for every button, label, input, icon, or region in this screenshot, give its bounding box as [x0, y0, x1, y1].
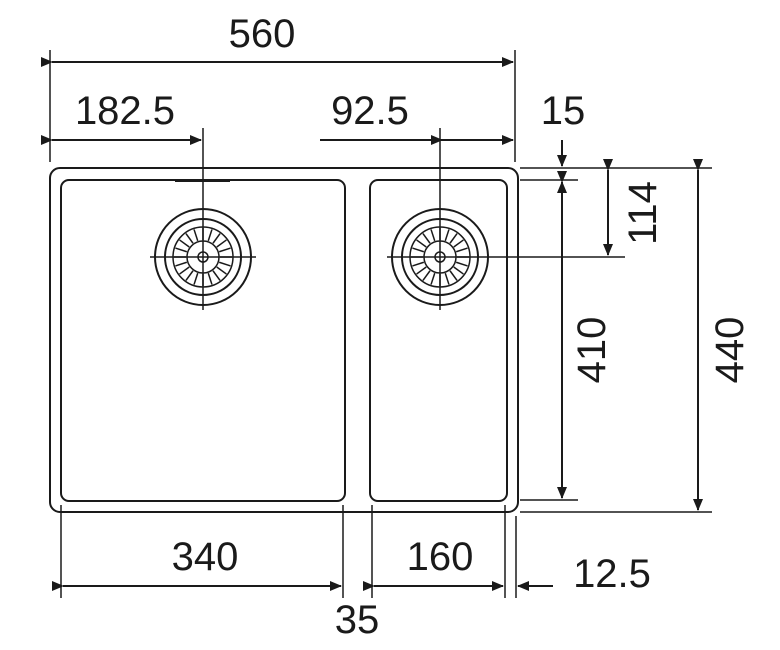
dim-label-left-drain-offset: 182.5 [75, 89, 175, 133]
right-drain-icon [387, 128, 625, 310]
drain-spoke [218, 261, 231, 267]
drain-spoke [449, 270, 458, 281]
drain-spoke [444, 272, 450, 285]
drain-spoke [412, 247, 425, 253]
dim-label-right-margin-top: 15 [541, 89, 586, 133]
drain-spoke [430, 272, 436, 285]
dim-drain-from-top: 114 [603, 159, 665, 256]
dim-label-left-bowl-width: 340 [172, 535, 239, 579]
dim-label-drain-from-top: 114 [621, 181, 665, 245]
drain-spoke [218, 247, 231, 253]
drain-spoke [416, 266, 427, 275]
drain-spoke [185, 270, 194, 281]
dim-label-overall-width: 560 [229, 12, 296, 56]
left-drain-icon [150, 128, 256, 310]
drain-spoke [453, 266, 464, 275]
drain-spoke [212, 270, 221, 281]
dim-label-bowl-depth: 410 [570, 317, 614, 384]
drain-spoke [412, 261, 425, 267]
drain-spoke [193, 229, 199, 242]
dim-right-margin-bottom: 12.5 [517, 552, 651, 596]
right-bowl [369, 179, 508, 502]
dim-left-drain-offset: 182.5 [41, 89, 202, 145]
drain-spoke [207, 229, 213, 242]
drain-spoke [453, 239, 464, 248]
drain-spoke [422, 270, 431, 281]
dim-overall-width: 560 [41, 12, 516, 162]
dim-overall-depth: 440 [693, 159, 752, 511]
drain-spoke [179, 266, 190, 275]
drain-spoke [416, 239, 427, 248]
drain-spoke [422, 233, 431, 244]
drain-spoke [430, 229, 436, 242]
drain-spoke [455, 247, 468, 253]
dim-label-overall-depth: 440 [708, 317, 752, 384]
drain-spoke [216, 239, 227, 248]
dim-label-right-drain-offset: 92.5 [331, 89, 409, 133]
drain-spoke [175, 261, 188, 267]
dim-label-right-bowl-width: 160 [407, 535, 474, 579]
drain-spoke [444, 229, 450, 242]
drain-spoke [175, 247, 188, 253]
dim-label-divider-width: 35 [335, 598, 380, 642]
dim-right-drain-offset: 92.5 [320, 89, 514, 145]
sink-outer-edge [49, 167, 519, 513]
drain-spoke [207, 272, 213, 285]
drain-spoke [216, 266, 227, 275]
drain-spoke [193, 272, 199, 285]
dim-left-bowl-width: 340 [52, 535, 342, 591]
drain-spoke [449, 233, 458, 244]
dim-divider-width: 35 [335, 598, 380, 642]
dim-bowl-depth: 410 [557, 171, 614, 499]
drain-spoke [212, 233, 221, 244]
right-extension-lines [520, 167, 712, 513]
drain-spoke [455, 261, 468, 267]
drain-spoke [179, 239, 190, 248]
dim-label-right-margin-bottom: 12.5 [573, 552, 651, 596]
drain-spoke [185, 233, 194, 244]
dim-right-bowl-width: 160 [363, 535, 504, 591]
